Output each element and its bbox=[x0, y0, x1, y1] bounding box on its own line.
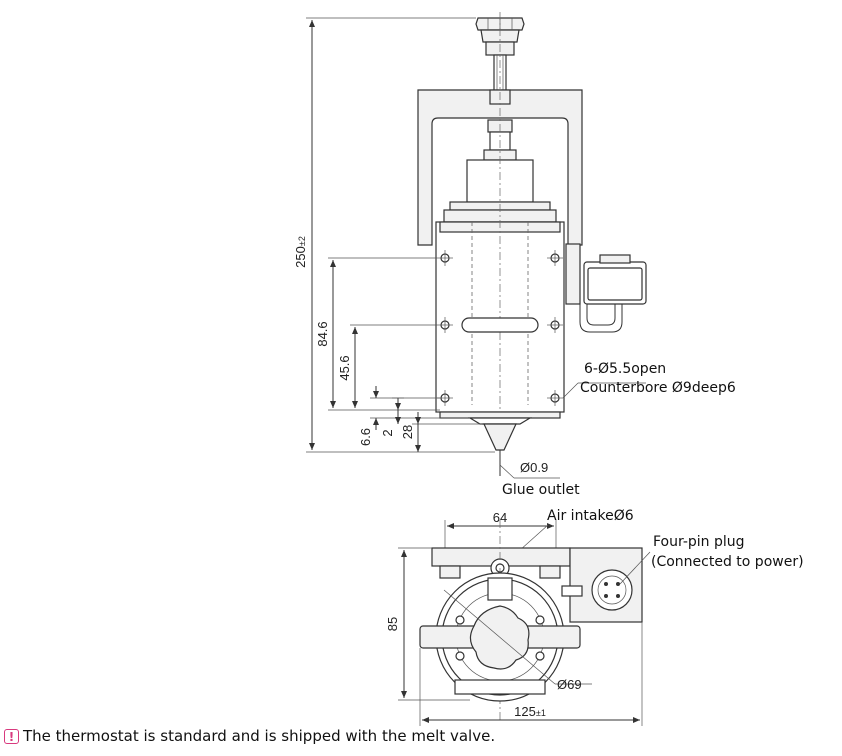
callout-plug-line2: (Connected to power) bbox=[651, 554, 804, 570]
callout-plug-line1: Four-pin plug bbox=[653, 534, 745, 550]
callout-air-intake: Air intakeØ6 bbox=[547, 508, 634, 524]
body-slot bbox=[461, 317, 539, 333]
top-screws bbox=[455, 615, 545, 661]
dim-125: 125±1 bbox=[514, 704, 546, 719]
dim-85: 85 bbox=[385, 617, 400, 631]
dim-45-6: 45.6 bbox=[337, 355, 352, 380]
dim-64: 64 bbox=[493, 510, 507, 525]
callout-holes-line1: 6-Ø5.5open bbox=[584, 361, 666, 377]
top-view: 64 Air intakeØ6 Ø69 bbox=[385, 508, 804, 726]
front-view: 250±2 84.6 45.6 6.6 2 28 6-Ø5.5open Coun… bbox=[293, 12, 736, 498]
exclamation-icon: ! bbox=[4, 728, 19, 744]
footnote: ! The thermostat is standard and is ship… bbox=[4, 726, 495, 746]
dim-84-6: 84.6 bbox=[315, 321, 330, 346]
mounting-holes bbox=[437, 250, 563, 406]
dim-2: 2 bbox=[380, 429, 395, 436]
callout-glue-outlet: Glue outlet bbox=[502, 482, 580, 498]
footnote-text: The thermostat is standard and is shippe… bbox=[23, 727, 496, 745]
dim-total-height: 250±2 bbox=[293, 236, 308, 268]
dim-6-6: 6.6 bbox=[358, 428, 373, 446]
dim-69: Ø69 bbox=[557, 677, 582, 692]
callout-holes-line2: Counterbore Ø9deep6 bbox=[580, 380, 736, 396]
callout-outlet-dia: Ø0.9 bbox=[520, 460, 548, 475]
thermostat-box bbox=[565, 243, 647, 333]
nozzle bbox=[483, 423, 517, 451]
front-dimensions bbox=[306, 17, 495, 453]
dim-28: 28 bbox=[400, 425, 415, 439]
